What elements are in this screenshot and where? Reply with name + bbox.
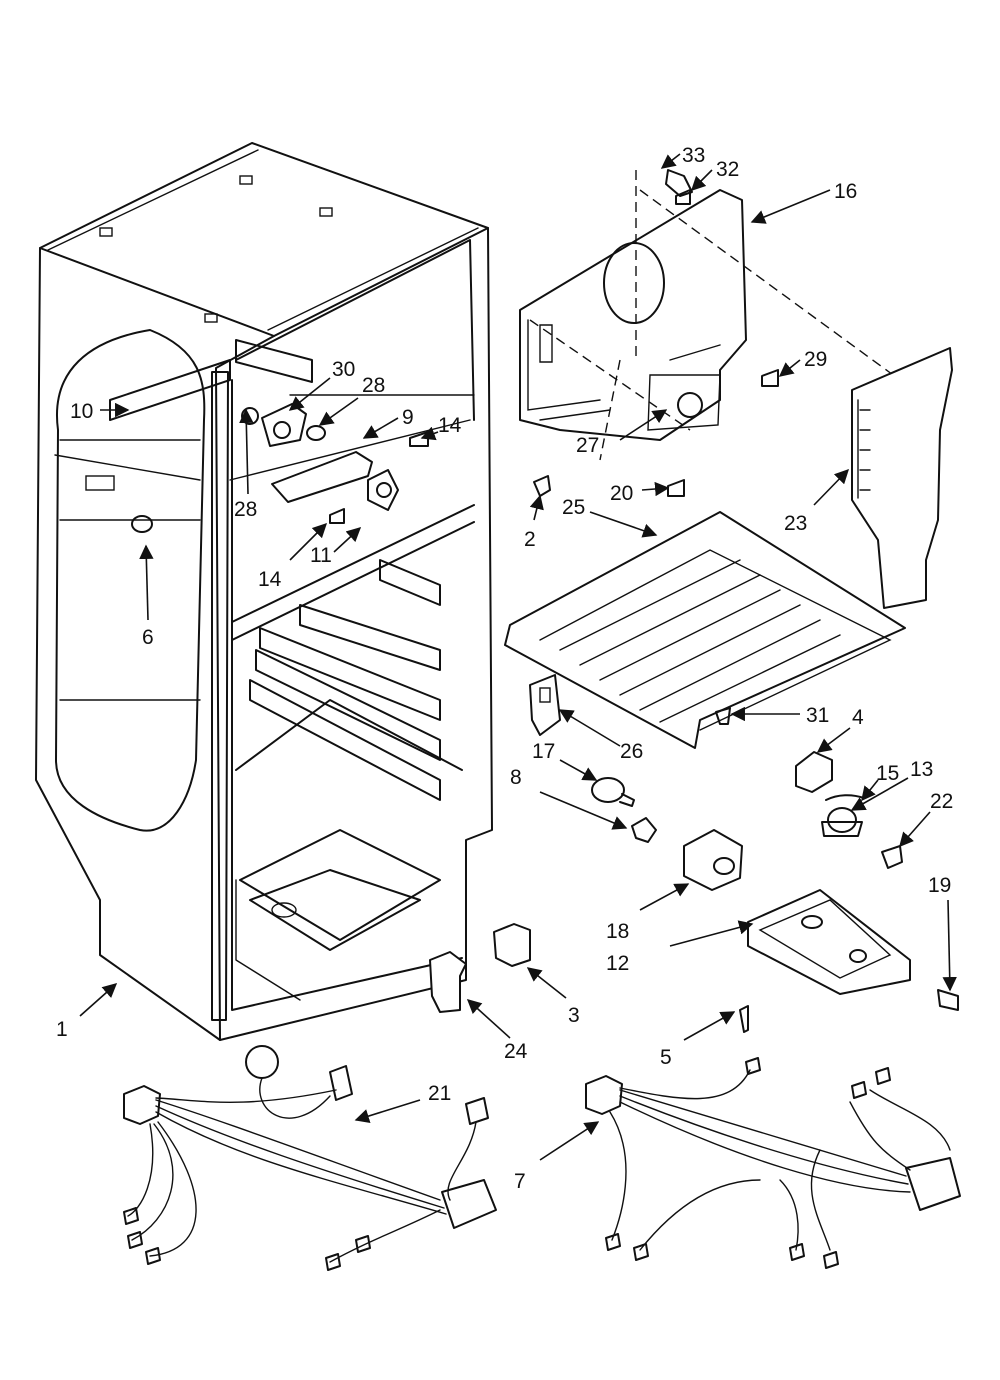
callout-16: 16 bbox=[834, 180, 857, 203]
callout-26: 26 bbox=[620, 740, 643, 763]
callout-29: 29 bbox=[804, 348, 827, 371]
callout-23: 23 bbox=[784, 512, 807, 535]
wire-harness-7 bbox=[585, 1057, 961, 1269]
callout-10: 10 bbox=[70, 400, 93, 423]
callout-33: 33 bbox=[682, 144, 705, 167]
callout-1: 1 bbox=[56, 1018, 68, 1041]
callout-21: 21 bbox=[428, 1082, 451, 1105]
callout-31: 31 bbox=[806, 704, 829, 727]
callout-19: 19 bbox=[928, 874, 951, 897]
leader-lines bbox=[79, 153, 957, 1161]
callout-24: 24 bbox=[504, 1040, 528, 1063]
callout-labels: 33 32 16 29 30 28 10 9 14 28 14 11 6 27 … bbox=[56, 144, 953, 1193]
callout-14: 14 bbox=[258, 568, 282, 591]
liner-cabinet bbox=[35, 142, 493, 1041]
callout-14: 14 bbox=[438, 414, 462, 437]
callout-3: 3 bbox=[568, 1004, 580, 1027]
callout-4: 4 bbox=[852, 706, 864, 729]
shelf-rails bbox=[249, 559, 441, 801]
callout-8: 8 bbox=[510, 766, 522, 789]
small-parts bbox=[429, 189, 959, 1033]
callout-30: 30 bbox=[332, 358, 355, 381]
callout-5: 5 bbox=[660, 1046, 672, 1069]
callout-27: 27 bbox=[576, 434, 599, 457]
callout-22: 22 bbox=[930, 790, 953, 813]
evaporator-cover-panel bbox=[519, 169, 747, 441]
light-switch-26 bbox=[529, 674, 561, 736]
callout-15: 15 bbox=[876, 762, 899, 785]
callout-28: 28 bbox=[362, 374, 385, 397]
callout-20: 20 bbox=[610, 482, 633, 505]
callout-12: 12 bbox=[606, 952, 629, 975]
callout-28: 28 bbox=[234, 498, 257, 521]
callout-9: 9 bbox=[402, 406, 414, 429]
callout-25: 25 bbox=[562, 496, 585, 519]
air-duct bbox=[851, 347, 953, 609]
callout-2: 2 bbox=[524, 528, 536, 551]
callout-7: 7 bbox=[514, 1170, 526, 1193]
wire-harness-21 bbox=[123, 1045, 497, 1271]
callout-6: 6 bbox=[142, 626, 154, 649]
evaporator-shelf bbox=[504, 511, 906, 749]
callout-32: 32 bbox=[716, 158, 739, 181]
callout-13: 13 bbox=[910, 758, 933, 781]
callout-11: 11 bbox=[310, 544, 332, 567]
callout-18: 18 bbox=[606, 920, 629, 943]
callout-17: 17 bbox=[532, 740, 555, 763]
